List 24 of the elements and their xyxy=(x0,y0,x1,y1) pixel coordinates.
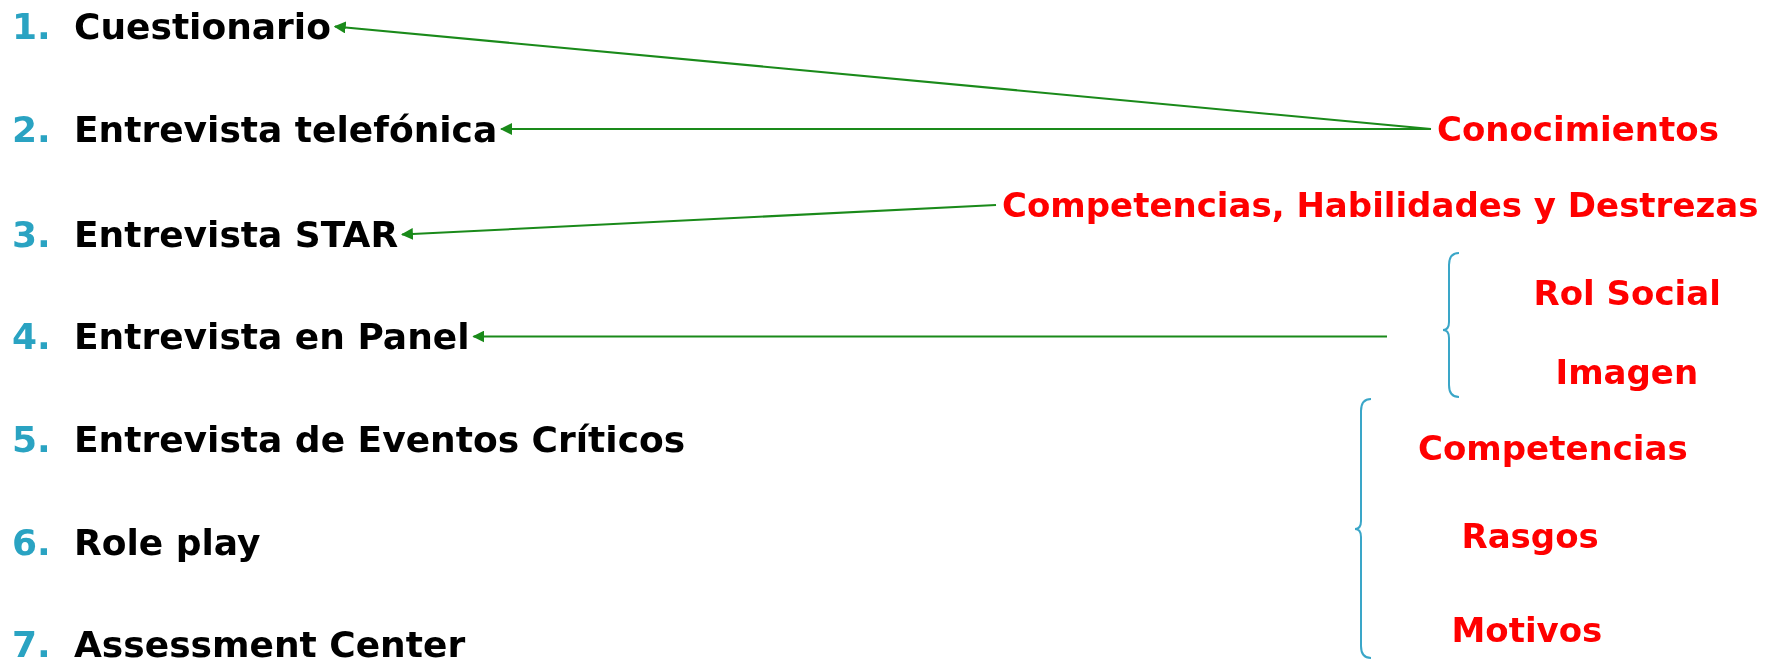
category-label: Competencias, Habilidades y Destrezas xyxy=(1002,185,1759,225)
list-number: 3. xyxy=(12,214,52,255)
list-item-text: Entrevista en Panel xyxy=(74,316,470,357)
category-label: Rol Social xyxy=(1533,273,1721,313)
list-number: 5. xyxy=(12,419,52,460)
list-number: 4. xyxy=(12,316,52,357)
list-item-text: Entrevista de Eventos Críticos xyxy=(74,419,686,460)
category-label: Conocimientos xyxy=(1437,109,1719,149)
category-label: Competencias xyxy=(1418,428,1688,468)
arrow xyxy=(500,123,1432,135)
list-item-text: Cuestionario xyxy=(74,6,331,47)
category-label: Rasgos xyxy=(1461,516,1599,556)
list-item-text: Assessment Center xyxy=(74,624,466,665)
arrow xyxy=(400,204,997,240)
category-label: Motivos xyxy=(1451,610,1603,650)
list-item-text: Entrevista telefónica xyxy=(74,109,498,150)
list-number: 2. xyxy=(12,109,52,150)
list-number: 7. xyxy=(12,624,52,665)
list-number: 1. xyxy=(12,6,52,47)
list-number: 6. xyxy=(12,522,52,563)
category-label: Imagen xyxy=(1555,352,1699,392)
arrow xyxy=(472,330,1388,343)
list-item-text: Role play xyxy=(74,522,261,563)
list-item-text: Entrevista STAR xyxy=(74,214,399,255)
